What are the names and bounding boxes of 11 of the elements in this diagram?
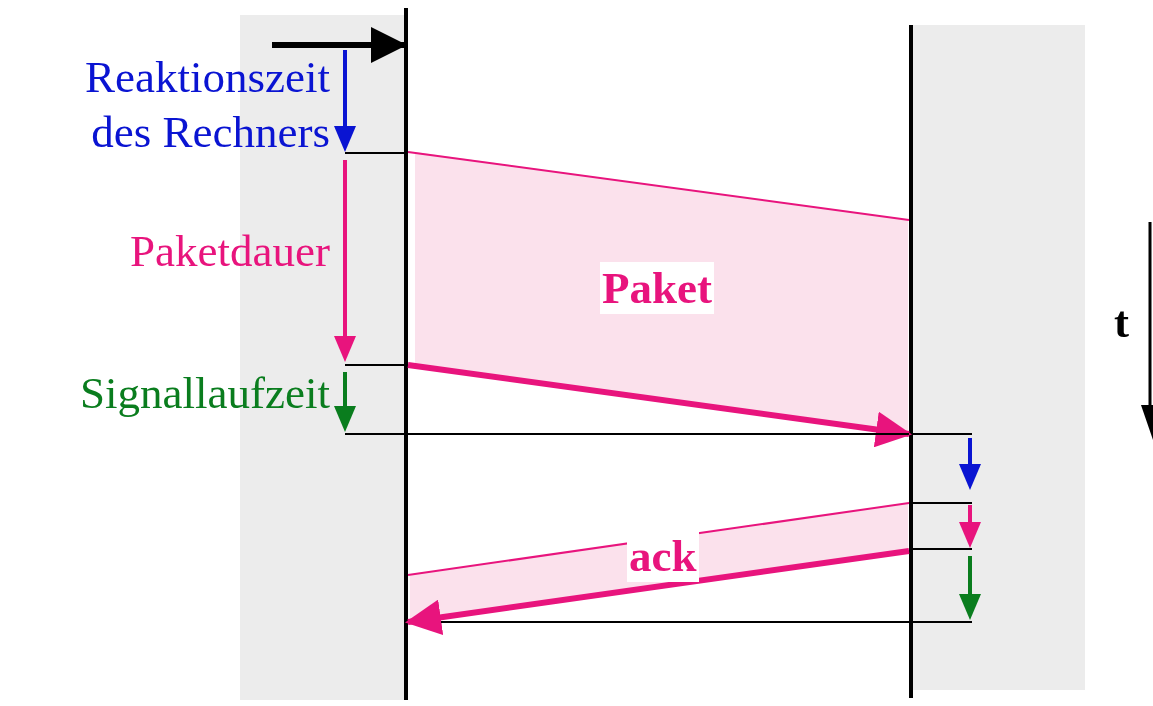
- dimension-label: Paketdauer: [129, 225, 330, 278]
- arrow: [407, 362, 912, 448]
- dimension-label: Reaktionszeit des Rechners: [84, 51, 330, 159]
- band-label: ack: [627, 530, 699, 582]
- arrow: [272, 27, 407, 63]
- lifeline: [909, 25, 913, 698]
- arrow: [405, 548, 910, 636]
- lifeline: [404, 8, 408, 700]
- band-label: Paket: [600, 262, 714, 314]
- axis-label: t: [1114, 296, 1129, 348]
- dimension-label: Signallaufzeit: [79, 367, 330, 420]
